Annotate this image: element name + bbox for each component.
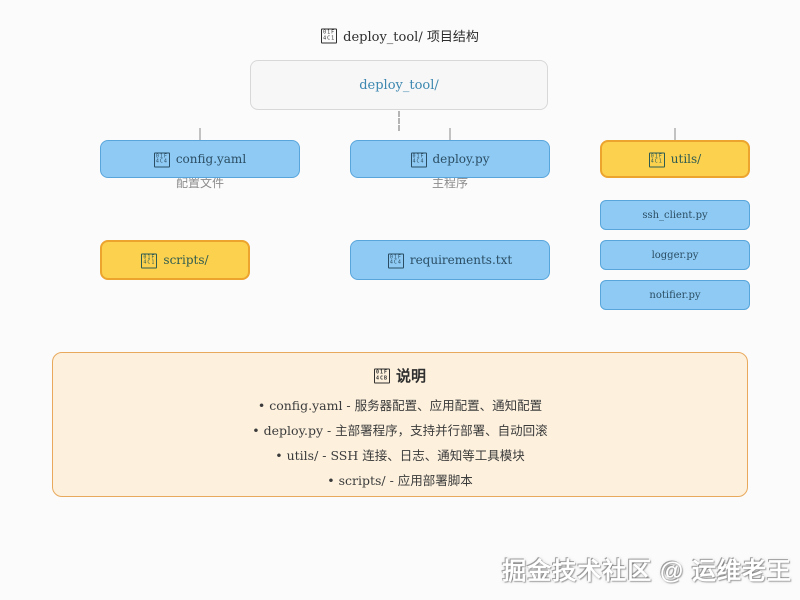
node-label: requirements.txt <box>409 253 513 267</box>
connector-stub-deploy <box>449 128 451 140</box>
notes-title: 01F 4CB 说明 <box>373 365 426 386</box>
node-ssh-client-py: ssh_client.py <box>600 200 750 230</box>
node-config-yaml: 01F 4C4 config.yaml <box>100 140 300 178</box>
notes-item-deploy: • deploy.py - 主部署程序，支持并行部署、自动回滚 <box>252 423 548 438</box>
node-utils-folder: 01F 4C1 utils/ <box>600 140 750 178</box>
folder-emoji-tofu-icon: 01F 4C1 <box>648 152 665 167</box>
node-deploy-tool-root: deploy_tool/ <box>250 60 548 110</box>
caption-deploy: 主程序 <box>431 176 468 190</box>
connector-stub-config <box>199 128 201 140</box>
node-label: utils/ <box>670 152 702 166</box>
node-label: deploy.py <box>432 152 490 166</box>
connector-stub-utils <box>674 128 676 140</box>
node-deploy-py: 01F 4C4 deploy.py <box>350 140 550 178</box>
page-title: 01F 4C1 deploy_tool/ 项目结构 <box>0 26 800 45</box>
folder-emoji-tofu-icon: 01F 4C1 <box>321 28 338 44</box>
clipboard-emoji-tofu-icon: 01F 4CB <box>373 368 390 384</box>
node-requirements-txt: 01F 4C4 requirements.txt <box>350 240 550 280</box>
node-label: logger.py <box>651 249 699 261</box>
page-emoji-tofu-icon: 01F 4C4 <box>410 152 427 167</box>
folder-emoji-tofu-icon: 01F 4C1 <box>141 253 158 268</box>
watermark: 掘金技术社区 @ 运维老王 <box>502 558 792 585</box>
notes-title-text: 说明 <box>395 367 426 385</box>
notes-item-scripts: • scripts/ - 应用部署脚本 <box>327 473 473 488</box>
node-label: deploy_tool/ <box>359 77 439 93</box>
node-label: config.yaml <box>175 152 247 166</box>
node-label: scripts/ <box>163 253 209 267</box>
node-notifier-py: notifier.py <box>600 280 750 310</box>
notes-item-config: • config.yaml - 服务器配置、应用配置、通知配置 <box>257 398 543 413</box>
notes-panel: 01F 4CB 说明 • config.yaml - 服务器配置、应用配置、通知… <box>52 352 748 497</box>
node-label: notifier.py <box>649 289 701 301</box>
connector-root-dashed <box>398 111 400 131</box>
page-emoji-tofu-icon: 01F 4C4 <box>153 152 170 167</box>
node-logger-py: logger.py <box>600 240 750 270</box>
notes-item-utils: • utils/ - SSH 连接、日志、通知等工具模块 <box>275 448 525 463</box>
node-scripts-folder: 01F 4C1 scripts/ <box>100 240 250 280</box>
caption-config: 配置文件 <box>175 176 224 190</box>
page-title-text: deploy_tool/ 项目结构 <box>343 30 479 45</box>
node-label: ssh_client.py <box>642 209 708 221</box>
page-emoji-tofu-icon: 01F 4C4 <box>387 253 404 268</box>
